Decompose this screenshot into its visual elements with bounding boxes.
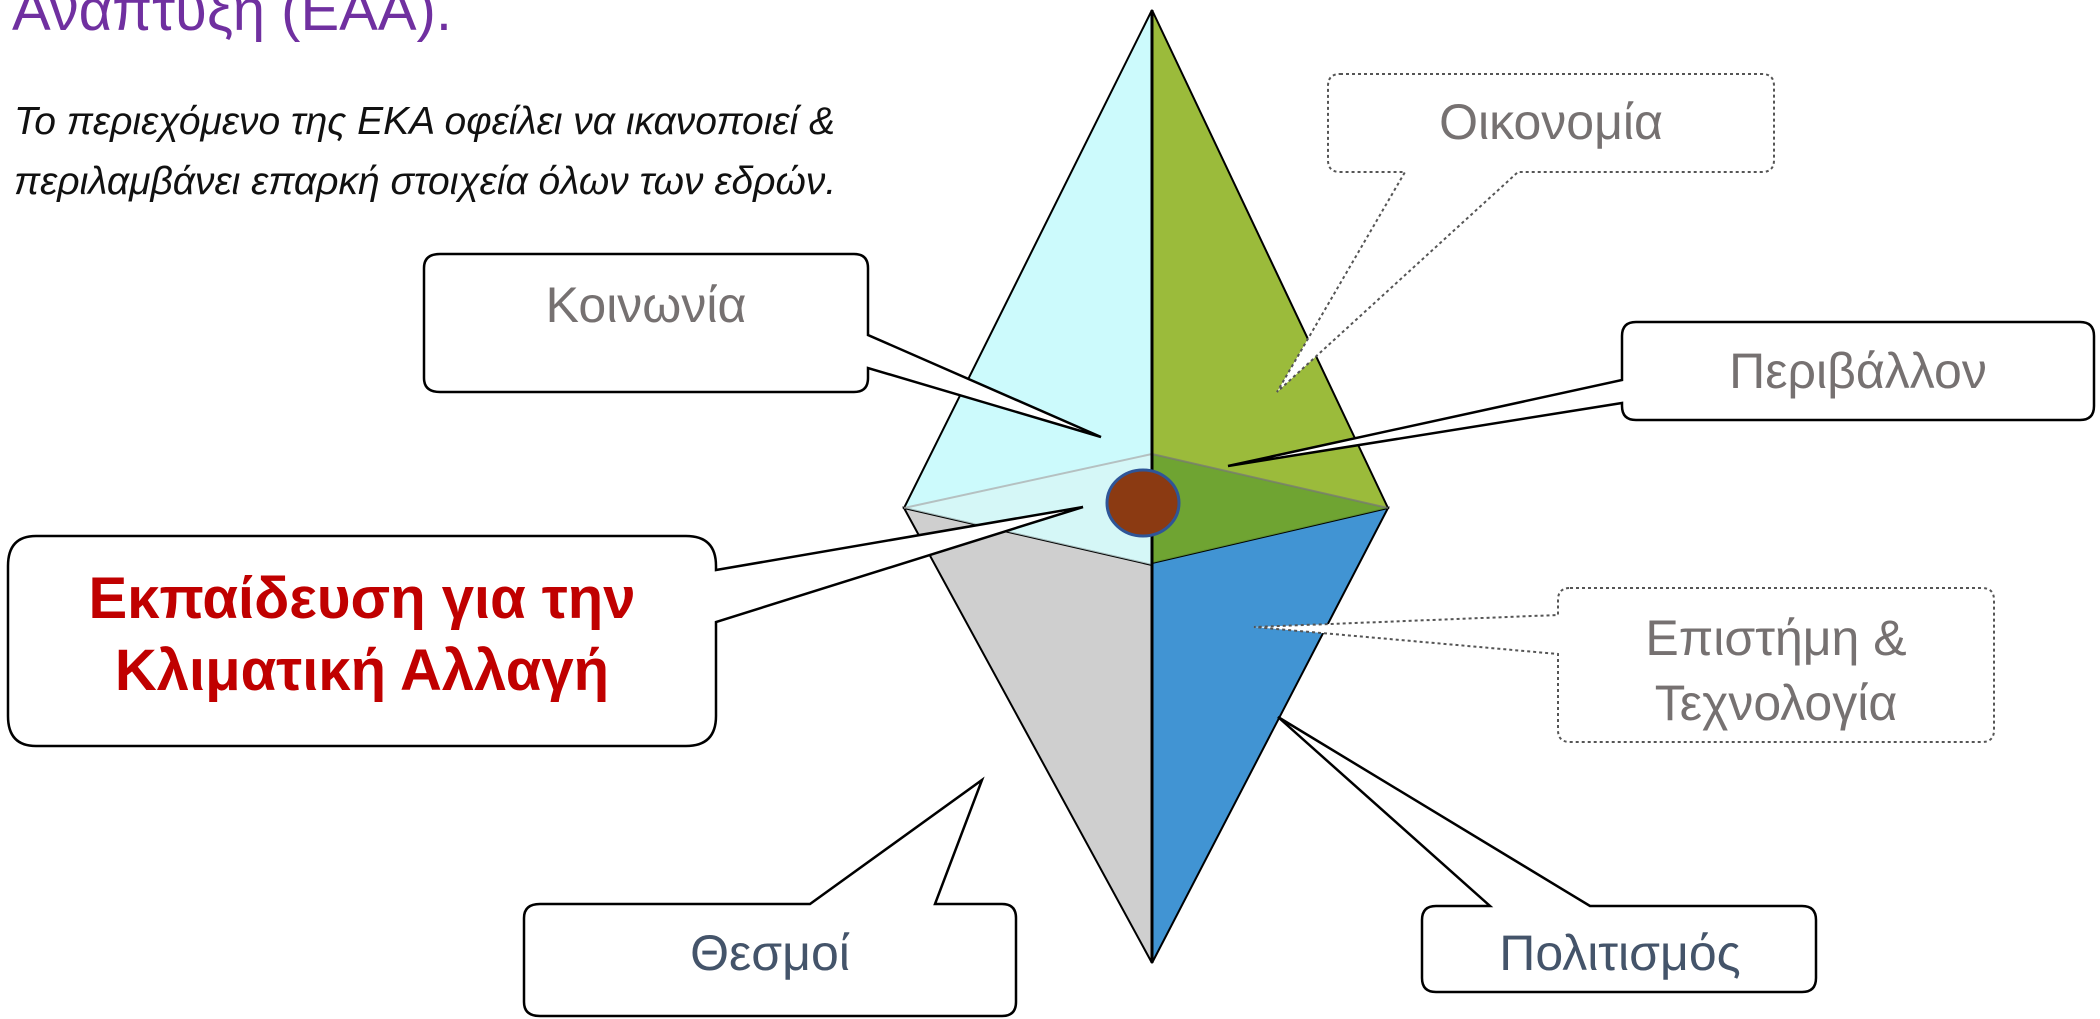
page-title: Ανάπτυξη (ΕΑΑ). — [12, 0, 452, 43]
bipyramid — [902, 9, 1390, 964]
face-science — [1151, 506, 1390, 964]
callout-society: Κοινωνία — [422, 252, 1102, 439]
callout-environment-shape — [1227, 320, 2096, 468]
center-title-line-2: Κλιματική Αλλαγή — [115, 638, 609, 703]
label-environment: Περιβάλλον — [1729, 343, 1987, 399]
callout-environment: Περιβάλλον — [1227, 320, 2096, 468]
callout-center: Εκπαίδευση για την Κλιματική Αλλαγή — [6, 505, 1084, 748]
label-science-line-1: Επιστήμη & — [1645, 610, 1906, 666]
callout-science: Επιστήμη & Τεχνολογία — [1253, 587, 1995, 743]
callout-center-shape — [6, 505, 1084, 748]
callout-economy-shape — [1276, 73, 1775, 393]
callout-society-shape — [422, 252, 1102, 439]
label-culture: Πολιτισμός — [1499, 925, 1741, 981]
subtitle-line-2: περιλαμβάνει επαρκή στοιχεία όλων των εδ… — [14, 160, 836, 203]
callout-culture-shape — [1277, 715, 1818, 994]
edge-back-right — [1151, 453, 1389, 509]
label-economy: Οικονομία — [1439, 94, 1663, 150]
face-base-back — [904, 454, 1152, 565]
subtitle-line-1: Το περιεχόμενο της ΕΚΑ οφείλει να ικανοπ… — [14, 100, 835, 143]
callout-science-shape — [1253, 587, 1995, 743]
label-institutions: Θεσμοί — [690, 925, 850, 981]
callout-economy: Οικονομία — [1276, 73, 1775, 393]
label-science-line-2: Τεχνολογία — [1655, 675, 1898, 731]
center-title-line-1: Εκπαίδευση για την — [89, 566, 636, 631]
face-environment-base — [1152, 454, 1388, 563]
center-dot — [1105, 468, 1181, 538]
face-institutions — [902, 506, 1153, 964]
callout-culture: Πολιτισμός — [1277, 715, 1818, 994]
callout-institutions: Θεσμοί — [522, 776, 1018, 1018]
label-society: Κοινωνία — [546, 277, 747, 333]
edge-back-left — [903, 453, 1153, 509]
callout-institutions-shape — [522, 776, 1018, 1018]
